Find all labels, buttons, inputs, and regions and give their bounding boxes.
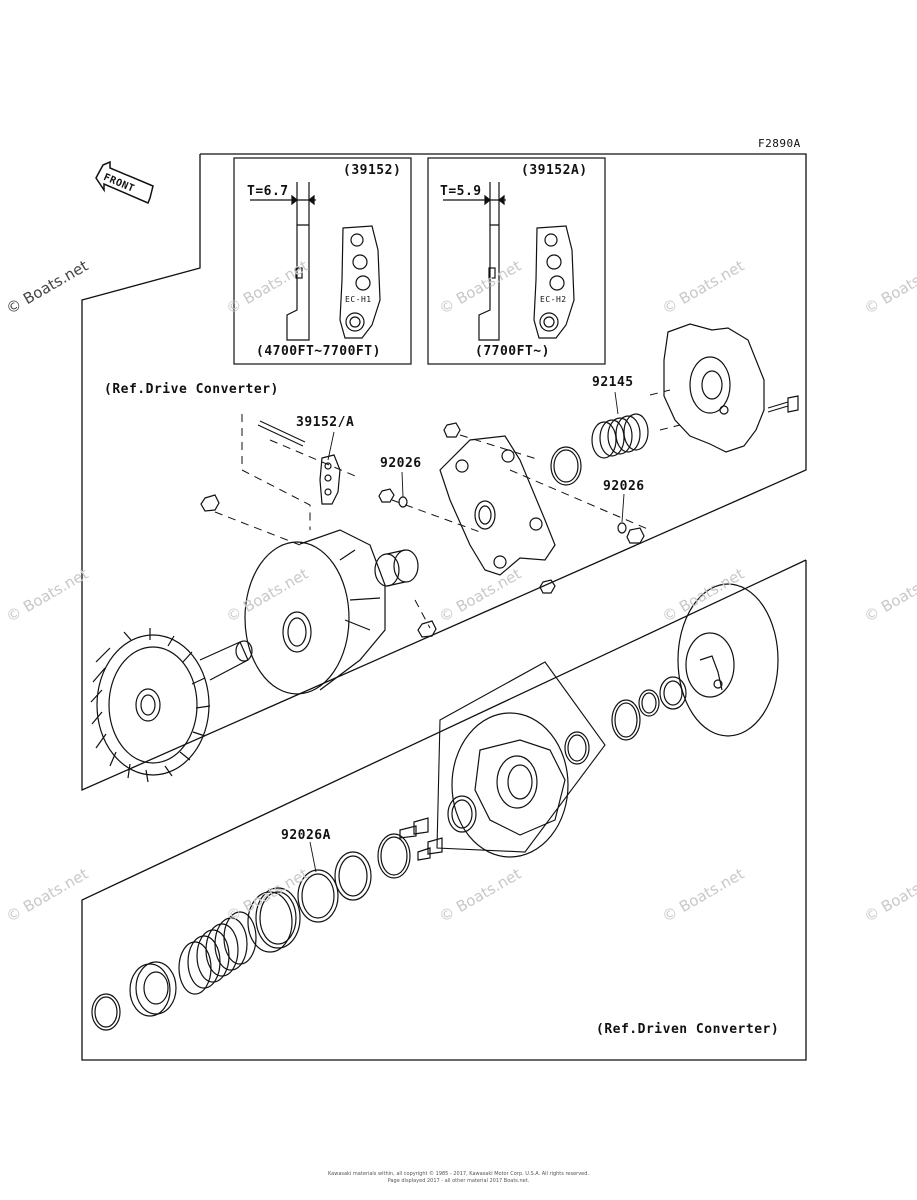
fixed-sheave xyxy=(90,628,253,783)
part-label-39152a: 39152/A xyxy=(296,415,355,430)
inset-right-weight-side xyxy=(533,225,575,339)
driven-spring xyxy=(178,911,257,995)
inset-right-weight-section xyxy=(443,182,506,341)
inset-left-weight-section xyxy=(250,182,316,341)
leader-lines xyxy=(309,391,625,873)
inset-right-part: (39152A) xyxy=(521,163,588,178)
o-ring xyxy=(550,446,582,486)
driven-fixed-sheave xyxy=(677,583,779,737)
inset-left-marking: EC-H1 xyxy=(345,295,372,304)
drive-assembly-lines xyxy=(214,389,681,629)
weight-39152 xyxy=(257,420,341,505)
driven-seat xyxy=(91,961,177,1031)
inset-left-range: (4700FT~7700FT) xyxy=(256,344,381,359)
footer-copyright-2: Page displayed 2017 - all other material… xyxy=(387,1178,530,1184)
drive-cover xyxy=(663,323,799,453)
bushing xyxy=(374,549,419,587)
footer-copyright-1: Kawasaki materials within, all copyright… xyxy=(327,1171,590,1177)
inset-right-range: (7700FT~) xyxy=(475,344,550,359)
part-label-92026a: 92026A xyxy=(281,828,331,843)
driven-movable-sheave xyxy=(436,661,606,858)
driven-converter-ref: (Ref.Driven Converter) xyxy=(596,1022,780,1037)
inset-left-thickness: T=6.7 xyxy=(247,184,289,199)
part-label-92026-b: 92026 xyxy=(603,479,645,494)
driven-small-rings xyxy=(611,676,687,741)
inset-right-box xyxy=(427,157,606,365)
part-label-92026-a: 92026 xyxy=(380,456,422,471)
inset-right-thickness: T=5.9 xyxy=(440,184,482,199)
driven-screws xyxy=(399,817,443,861)
inset-right-marking: EC-H2 xyxy=(540,295,567,304)
movable-sheave xyxy=(244,529,386,695)
front-arrow-icon xyxy=(95,160,154,204)
inset-left-part: (39152) xyxy=(343,163,402,178)
driven-rings xyxy=(247,833,411,953)
inset-left-weight-side xyxy=(339,225,381,339)
drive-frame xyxy=(81,153,807,791)
spider xyxy=(439,435,556,576)
drive-converter-ref: (Ref.Drive Converter) xyxy=(104,382,279,397)
driven-frame xyxy=(81,559,807,1061)
inset-left-box xyxy=(233,157,412,365)
part-label-92145: 92145 xyxy=(592,375,634,390)
drive-nuts xyxy=(200,422,645,638)
diagram-code: F2890A xyxy=(758,137,801,150)
spring-92145 xyxy=(591,413,649,459)
